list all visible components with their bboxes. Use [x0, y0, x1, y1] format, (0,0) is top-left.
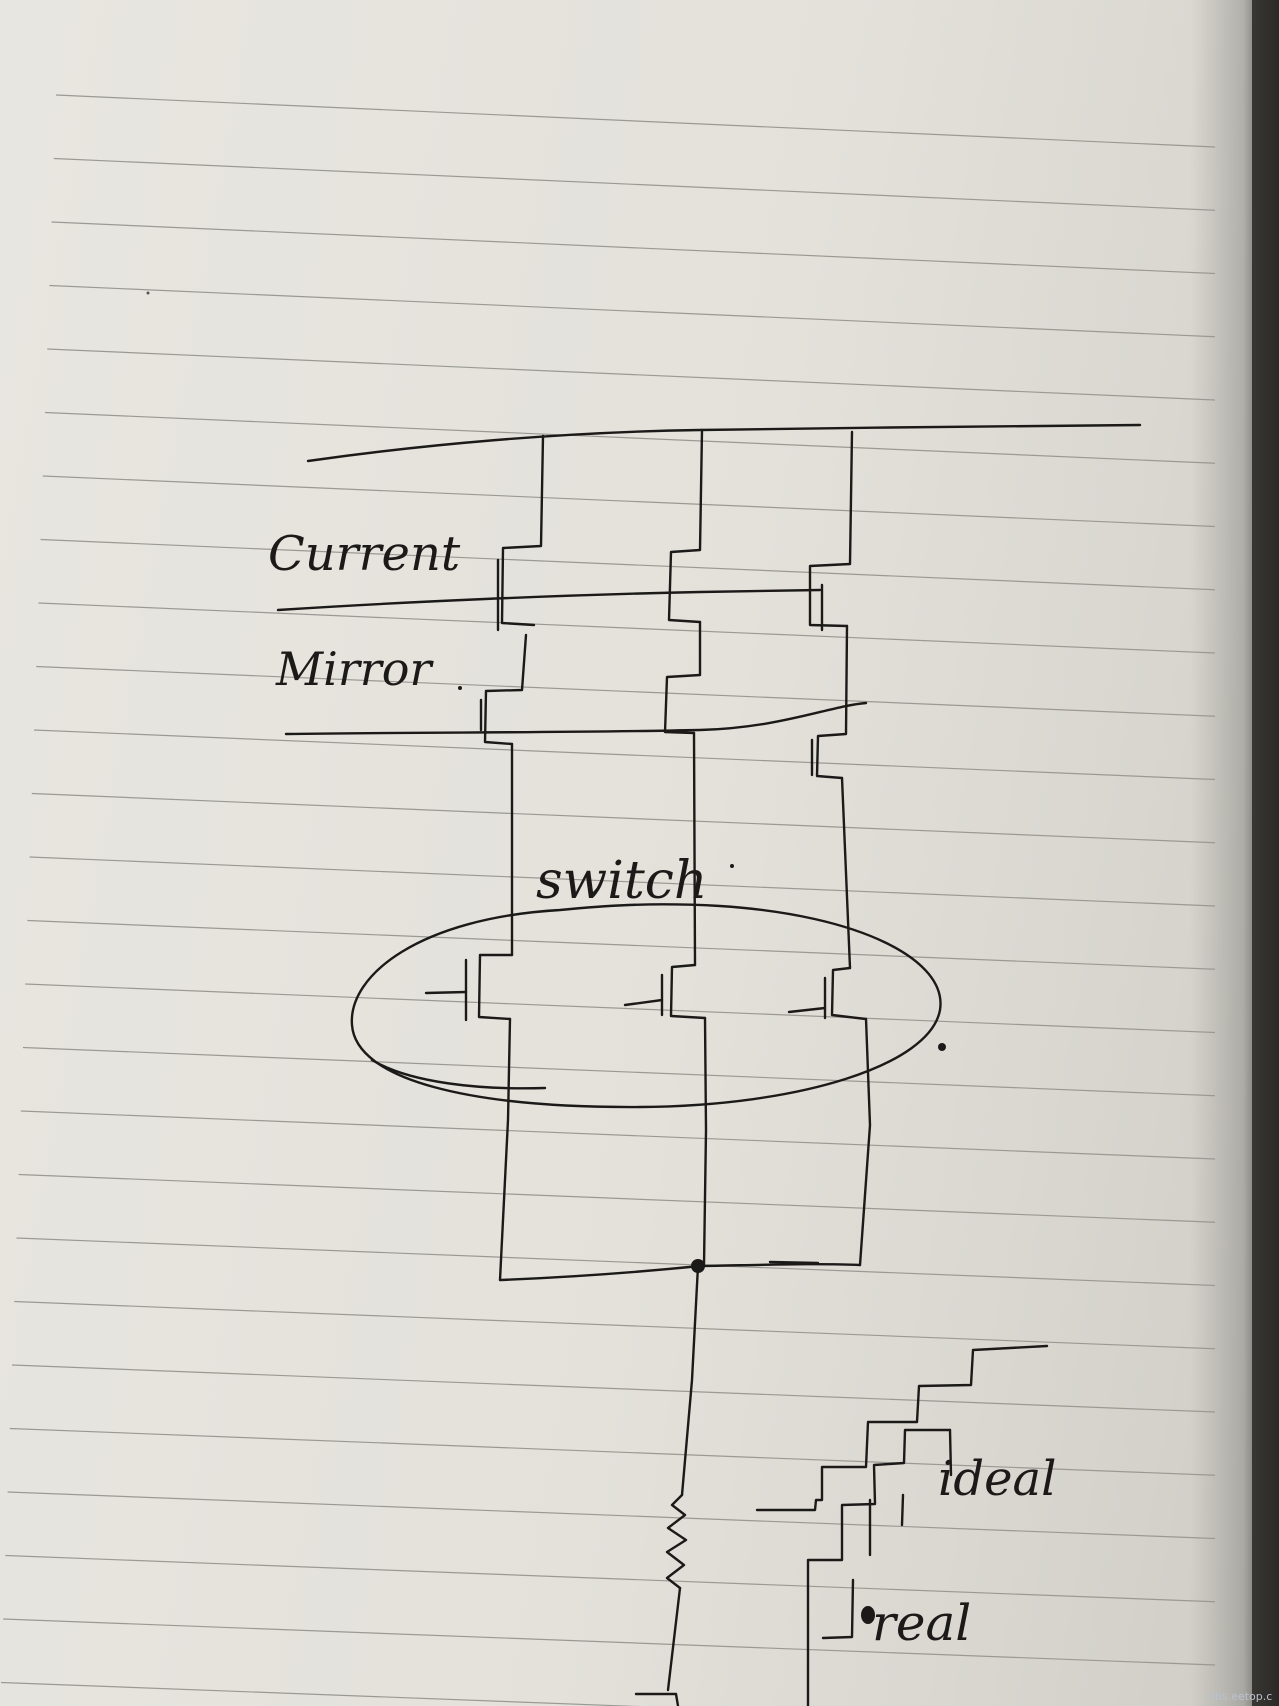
ground-wire: [666, 1586, 682, 1692]
ruled-lines: [0, 94, 1216, 1706]
notebook-paper: [0, 0, 1252, 1706]
supply-rail: [306, 423, 1142, 463]
ruled-line: [18, 1173, 1216, 1223]
branch-right: [787, 430, 872, 1267]
label-switch: switch: [536, 851, 707, 911]
switch-ellipse: [350, 903, 942, 1109]
stray-dot: [146, 291, 150, 295]
staircase-ideal: [755, 1344, 1049, 1512]
stray-dot: [458, 686, 462, 690]
ruled-line: [7, 1491, 1216, 1540]
ruled-line: [31, 792, 1216, 844]
branch-middle: [623, 428, 708, 1267]
ruled-line: [47, 348, 1216, 401]
ruled-line: [38, 602, 1216, 654]
ruled-line: [3, 1618, 1216, 1666]
ruled-line: [14, 1300, 1216, 1350]
label-real: real: [872, 1594, 971, 1652]
branch-left: [424, 434, 545, 1282]
ruled-line: [5, 1554, 1216, 1603]
staircase-real: [806, 1428, 952, 1706]
ruled-line: [44, 411, 1216, 464]
ruled-line: [42, 475, 1216, 528]
ink-blot: [938, 1043, 946, 1051]
ruled-line: [27, 919, 1216, 970]
ruled-line: [11, 1364, 1216, 1413]
ruled-line: [53, 157, 1216, 211]
ruled-line: [49, 284, 1216, 338]
ground-mark: [634, 1692, 680, 1706]
mirror-gate-line-top: [276, 588, 822, 612]
ruled-line: [16, 1237, 1216, 1287]
label-mirror: Mirror: [275, 642, 434, 696]
ruled-line: [40, 538, 1216, 591]
ruled-line: [55, 94, 1216, 148]
label-ideal: ideal: [938, 1451, 1056, 1507]
output-wire: [680, 1264, 700, 1497]
ruled-line: [9, 1427, 1216, 1476]
ruled-line: [51, 221, 1216, 275]
ruled-line: [29, 856, 1216, 907]
ruled-line: [0, 1681, 641, 1706]
watermark: bbs.eetop.c: [1208, 1690, 1272, 1703]
switch-ellipse-overstroke: [370, 1058, 547, 1090]
combine-wire: [498, 1262, 862, 1282]
arrow-tick: [768, 1260, 820, 1265]
ruled-line: [25, 983, 1216, 1034]
label-current: Current: [268, 526, 461, 582]
paper-edge-shadow: [1190, 0, 1279, 1706]
mirror-gate-line-bottom: [284, 701, 868, 736]
resistor: [665, 1493, 688, 1590]
ruled-line: [22, 1046, 1216, 1097]
ruled-line: [20, 1110, 1216, 1160]
ruled-line: [33, 729, 1216, 781]
real-marker: [861, 1606, 875, 1624]
ruled-line: [36, 665, 1216, 717]
staircase-sketch-lines: [821, 1428, 953, 1640]
stray-dot: [730, 864, 734, 868]
